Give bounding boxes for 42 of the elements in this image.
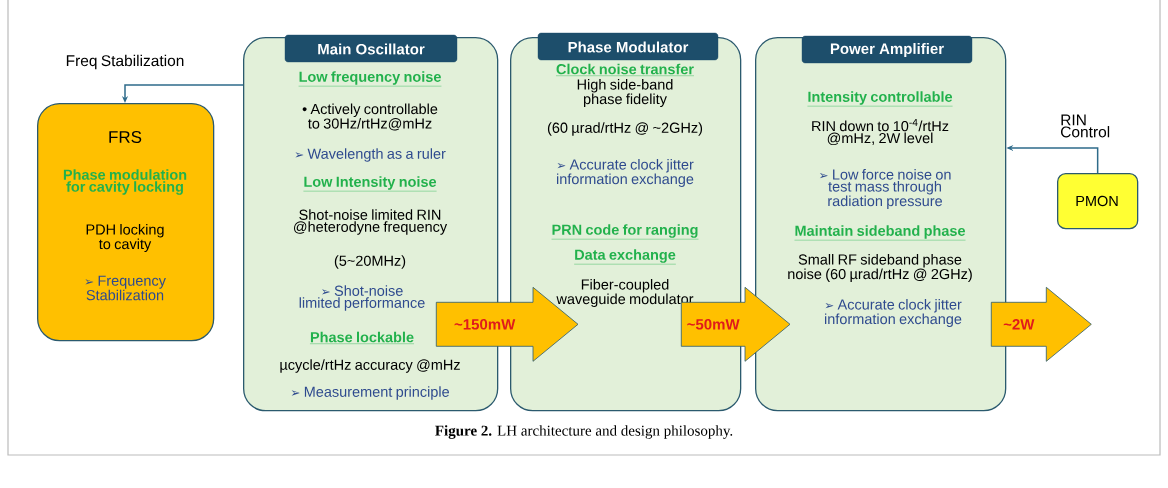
section-heading: Clock noise transfer [555,63,695,76]
bullet-point: ➢ Accurate clock jitter information exchange [557,159,694,187]
heading-tab: Power Amplifier [801,35,973,64]
bullet-point: ➢ Measurement principle [291,386,449,400]
section-heading: Maintain sideband phase [794,225,966,241]
arrow-label: ~2W [1003,319,1035,330]
description-text: (5~20MHz) [334,255,406,269]
block-arrow [680,286,791,362]
section-heading: Phase modulation for cavity locking [63,169,187,195]
description-text: High side-band phase fidelity [577,79,673,107]
section-heading: Low frequency noise [298,71,442,87]
bullet-point: ➢ Frequency Stabilization [85,275,166,301]
bullet-point: ➢ Accurate clock jitter information exchange [825,299,962,327]
edge-label: Freq Stabilization [66,54,184,70]
description-text: (60 µrad/rtHz @ ~2GHz) [547,122,703,136]
description-text: µcycle/rtHz accuracy @mHz [280,359,460,373]
bullet-point: ➢ Shot-noise limited performance [299,285,425,311]
figure-caption: Figure 2. LH architecture and design philosophy. [435,425,733,439]
heading-tab: Main Oscillator [284,34,458,63]
block-arrow [435,286,579,362]
bullet-point: ➢ Low force noise on test mass through radiation pressure [819,169,951,209]
section-heading: PRN code for ranging [551,224,699,240]
description-text: PMON [1076,195,1118,207]
description-text: Small RF sideband phase noise (60 µrad/rtHz @ 2GHz) [788,254,972,282]
arrow-label: ~150mW [454,319,516,330]
description-text: • Actively controllable to 30Hz/rtHz@mHz [302,103,438,131]
box-title: FRS [109,131,142,144]
section-heading: Phase lockable [309,331,415,344]
section-heading: Intensity controllable [807,91,953,107]
section-heading: Low Intensity noise [303,176,437,192]
description-text: RIN down to 10$^{-4}$/rtHz @mHz, 2W level [812,118,949,146]
process-box [37,103,215,342]
bullet-point: ➢ Wavelength as a ruler [295,148,446,162]
heading-tab: Phase Modulator [537,32,719,61]
arrow-label: ~50mW [687,319,740,330]
edge-label: RIN Control [1061,114,1110,138]
block-arrow [990,286,1092,362]
description-text: Fiber-coupled waveguide modulator [556,279,694,307]
description-text: PDH locking to cavity [86,224,164,252]
description-text: Shot-noise limited RIN @heterodyne frequency [294,209,448,235]
section-heading: Data exchange [573,249,677,265]
monitor-box [1057,173,1139,230]
